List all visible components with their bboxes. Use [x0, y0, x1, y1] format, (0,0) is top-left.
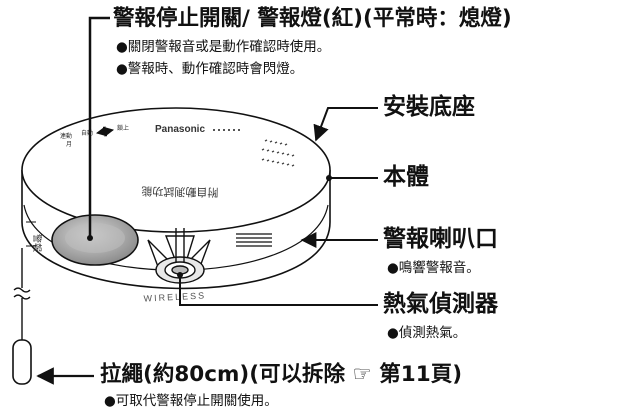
base-leader: [313, 107, 378, 142]
speaker-note: ●鳴響警報音。: [387, 260, 480, 276]
vent-slots: [261, 139, 295, 167]
speaker-title: 警報喇叭口: [383, 226, 498, 252]
pull-cord: [12, 248, 32, 385]
speaker-grille: [236, 233, 272, 247]
leader-lines: [36, 16, 378, 385]
pull-cord-title: 拉繩(約80cm)(可以拆除 ☞ 第11頁): [100, 362, 463, 387]
stop-button-title: 警報停止開關/ 警報燈(紅)(平常時：熄燈): [113, 6, 512, 31]
side-label-auto: 自動: [81, 129, 93, 137]
mounting-base-title: 安裝底座: [383, 94, 475, 120]
stop-button-note-2: ●警報時、動作確認時會閃燈。: [116, 61, 304, 77]
stop-button-leader: [88, 16, 110, 236]
cord-break-mark: [13, 287, 31, 300]
wireless-logo: WIRELESS: [143, 290, 206, 303]
heat-sensor-title: 熱氣偵測器: [383, 291, 498, 317]
side-label-lock: 鎖上: [117, 124, 129, 132]
sensor-leader: [179, 278, 378, 306]
side-warning-text: 警報: [31, 234, 43, 252]
stop-button-note-1: ●關閉警報音或是動作確認時使用。: [116, 39, 331, 55]
inverted-function-text: 附自動測試功能: [141, 184, 218, 199]
detector-device: Panasonic 附自動測試功能 連動 自動 月 鎖上 警報: [21, 107, 331, 304]
main-body-title: 本體: [383, 164, 429, 190]
lock-arrow-icon: [95, 126, 115, 137]
heat-sensor-graphic: [147, 228, 211, 284]
side-label-linked: 連動: [60, 132, 72, 140]
heat-sensor-note: ●偵測熱氣。: [387, 325, 467, 341]
side-label-month: 月: [66, 141, 72, 148]
brand-logo: Panasonic: [155, 124, 205, 135]
pull-cord-note: ●可取代警報停止開關使用。: [104, 393, 278, 409]
pull-cord-handle: [12, 339, 32, 385]
